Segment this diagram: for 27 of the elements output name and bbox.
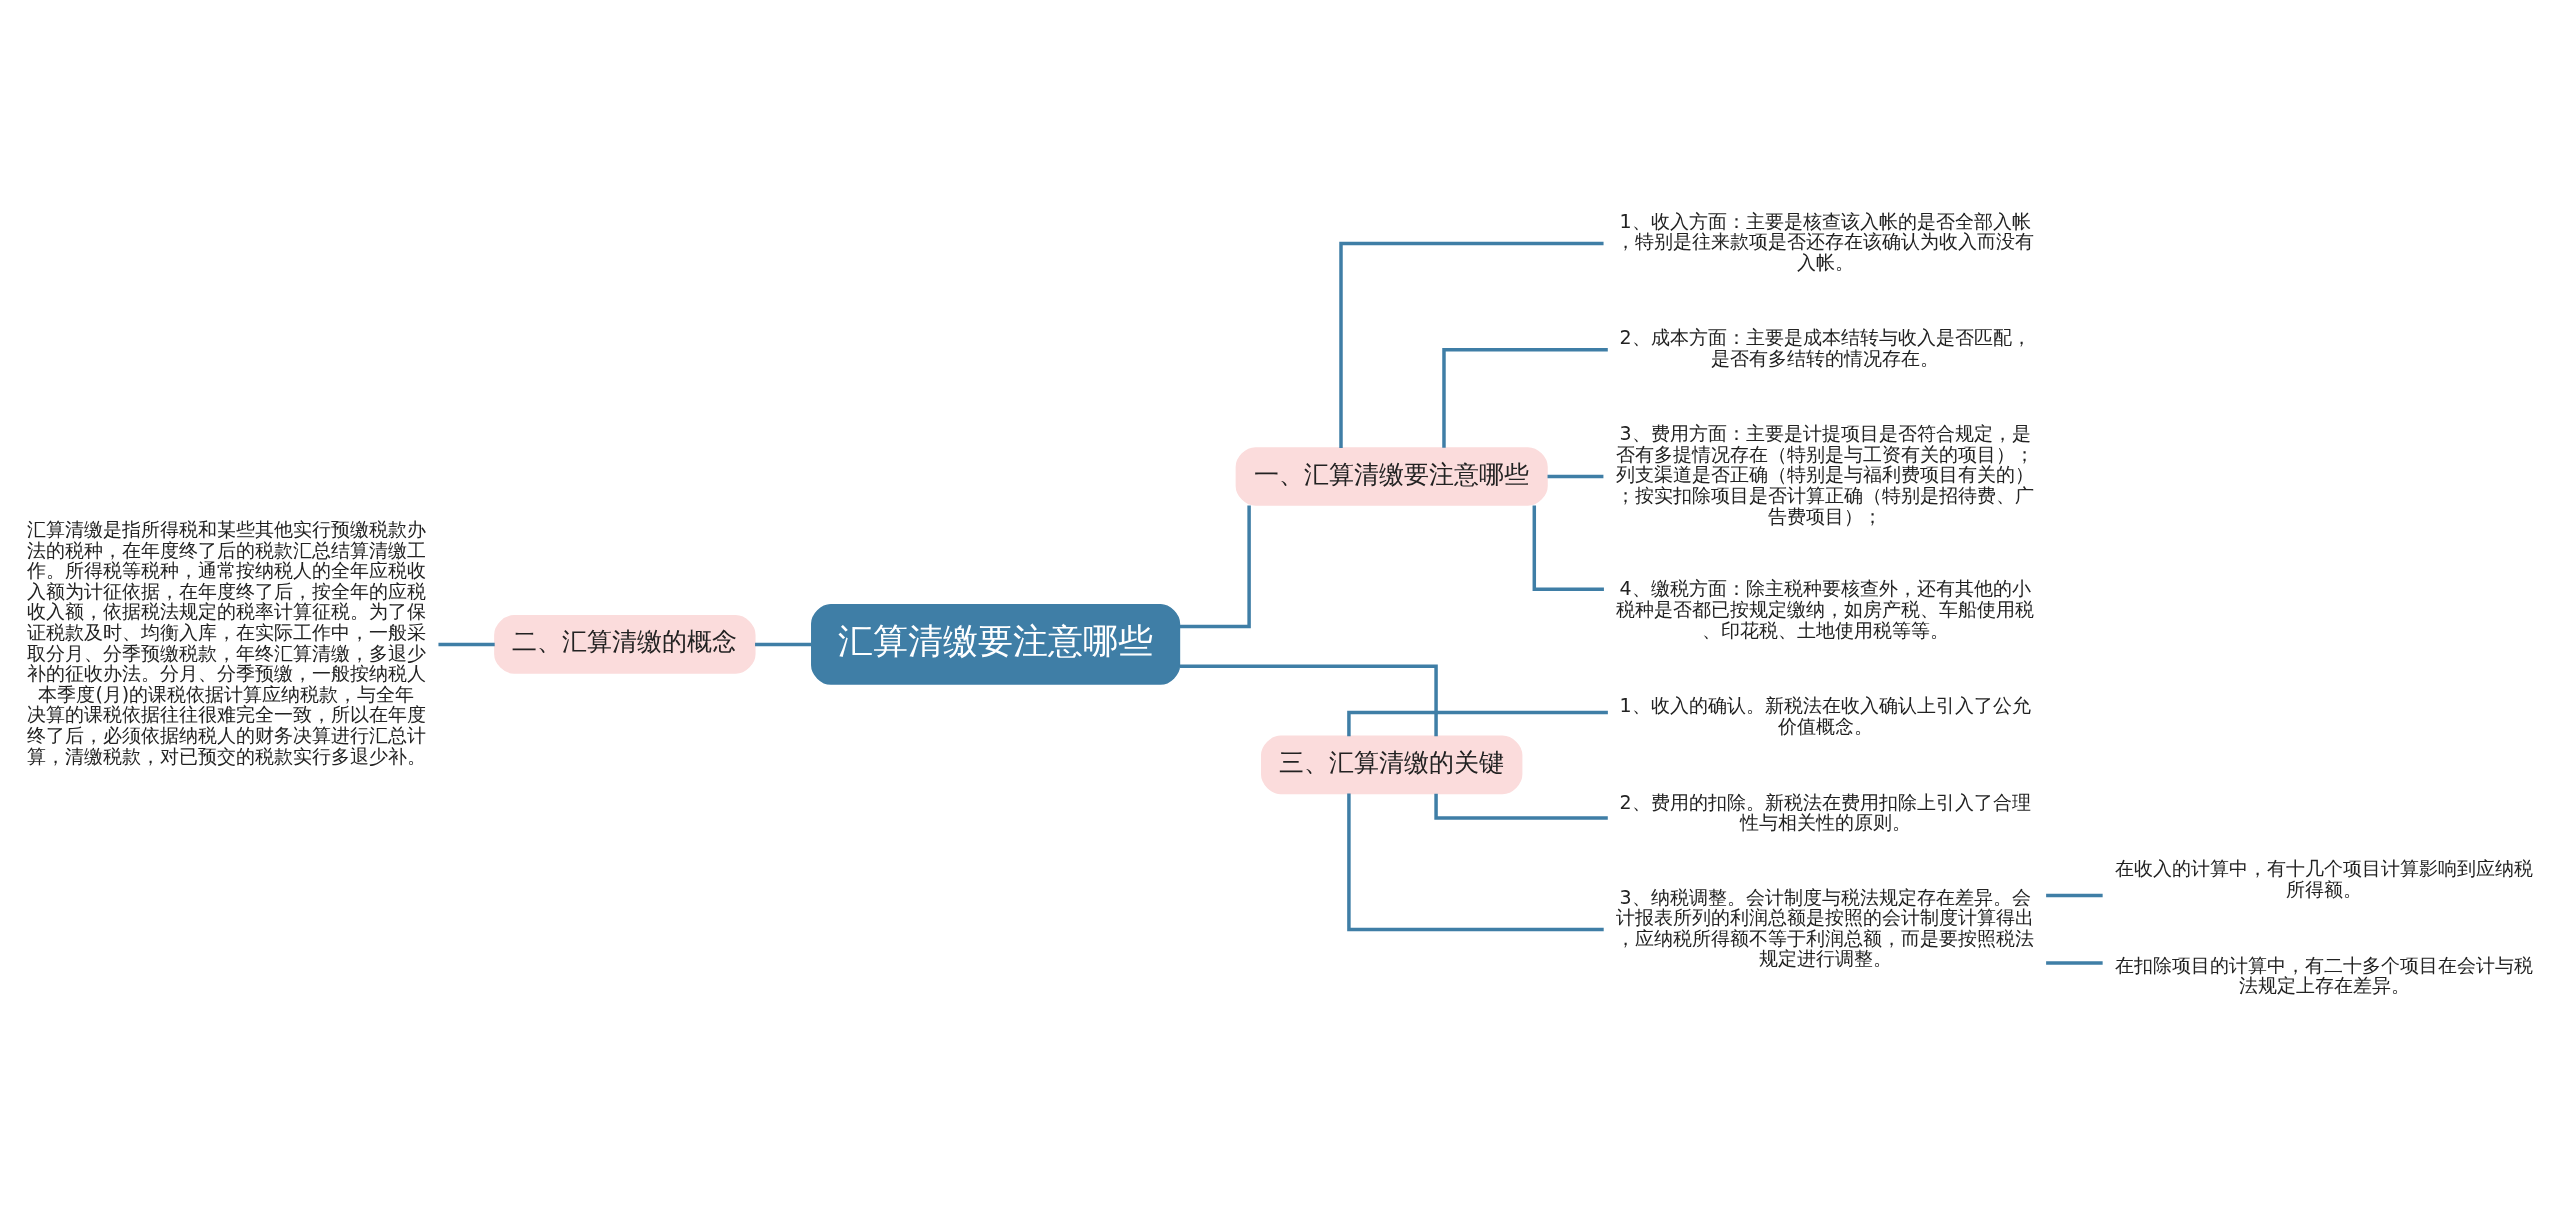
node-text: 3、纳税调整。会计制度与税法规定存在差异。会计报表所列的利润总额是按照的会计制度计算得出，应纳税所得额不等于利润总额，而是要按照税法规定进行调整。 [1616, 885, 2035, 970]
node-text: 2、费用的扣除。新税法在费用扣除上引入了合理性与相关性的原则。 [1619, 790, 2031, 834]
connector [1532, 505, 1604, 592]
connector [1347, 710, 1608, 737]
connector [1339, 241, 1604, 448]
node-text: 3、费用方面：主要是计提项目是否符合规定，是否有多提情况存在（特别是与工资有关的项目）；列支渠道是否正确（特别是与福利费项目有关的）；按实扣除项目是否计算正确（特别是招待费、广告费项目）； [1616, 422, 2035, 527]
node-box: 三、汇算清缴的关键 [1261, 735, 1523, 795]
connector [2046, 961, 2103, 965]
connector [1179, 505, 1251, 629]
connector [1547, 474, 1604, 479]
connector [755, 642, 812, 647]
node-text: 4、缴税方面：除主税种要核查外，还有其他的小税种是否都已按规定缴纳，如房产税、车船使用税、印花税、土地使用税等等。 [1616, 577, 2035, 641]
node-text: 2、成本方面：主要是成本结转与收入是否匹配，是否有多结转的情况存在。 [1619, 326, 2031, 369]
node-text: 1、收入的确认。新税法在收入确认上引入了公允价值概念。 [1619, 693, 2031, 737]
connector [438, 642, 495, 647]
node-box: 二、汇算清缴的概念 [494, 615, 756, 674]
node-text: 汇算清缴是指所得税和某些其他实行预缴税款办法的税种，在年度终了后的税款汇总结算清缴工作。所得税等税种，通常按纳税人的全年应税收入额为计征依据，在年度终了后，按全年的应税收入额，依据税法规定的税率计算征税。为了保证税款及时、均衡入库，在实际工作中，一般采取分月、分季预缴税款，年终汇算清缴，多退少补的征收办法。分月、分季预缴，一般按纳税人本季度(月)的课税依据计算应纳税款，与全年决算的课税依据往往很难完全一致，所以在年度终了后，必须依据纳税人的财务决算进行汇总计算，清缴税款，对已预交的税款实行多退少补。 [26, 518, 426, 767]
connector [2046, 893, 2103, 898]
connector [1179, 664, 1438, 737]
node-text: 在扣除项目的计算中，有二十多个项目在会计与税法规定上存在差异。 [2115, 953, 2534, 997]
connector [1434, 793, 1608, 820]
node-text: 1、收入方面：主要是核查该入帐的是否全部入帐，特别是往来款项是否还存在该确认为收入而没有入帐。 [1616, 209, 2035, 274]
connector [1347, 793, 1604, 932]
node-box: 一、汇算清缴要注意哪些 [1235, 447, 1548, 506]
connector [1442, 347, 1608, 448]
node-text: 在收入的计算中，有十几个项目计算影响到应纳税所得额。 [2115, 857, 2534, 900]
node-box: 汇算清缴要注意哪些 [811, 604, 1181, 685]
